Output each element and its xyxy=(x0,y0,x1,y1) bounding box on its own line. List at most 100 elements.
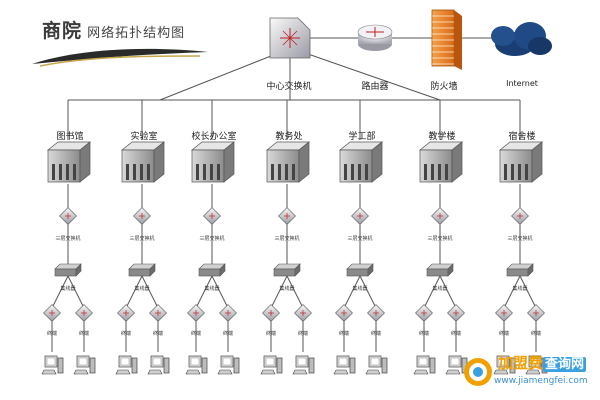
col-6-node-icon-1 xyxy=(415,304,433,322)
hub-label-3: 集线器 xyxy=(204,286,220,292)
col-2-hub-node-link-1 xyxy=(125,275,143,309)
col-7-pc-icon-1 xyxy=(493,355,516,375)
col-3-hub-node-link-2 xyxy=(211,275,229,309)
floor-switch-label-6: 三层交换机 xyxy=(427,236,453,242)
col-2-floor-switch-icon xyxy=(133,207,151,225)
building-label-1: 图书馆 xyxy=(56,132,84,142)
col-1-pc-icon-2 xyxy=(73,355,96,375)
col-7-hub-icon xyxy=(506,263,534,277)
col-7-node-icon-2 xyxy=(527,304,545,322)
col-6-floor-switch-icon xyxy=(431,207,449,225)
col-6-hub-node-link-2 xyxy=(439,275,457,309)
building-label-7: 宿舍楼 xyxy=(508,132,536,142)
internet-label: Internet xyxy=(506,79,538,88)
watermark: 加盟费查询网 www.jiamengfei.com xyxy=(462,350,594,396)
title-main: 商院 xyxy=(42,20,83,42)
col-7-node-icon-1 xyxy=(495,304,513,322)
building-label-6: 教学楼 xyxy=(428,132,456,142)
watermark-url: www.jiamengfei.com xyxy=(494,376,588,386)
router-icon xyxy=(357,24,393,51)
watermark-logo-icon xyxy=(464,358,492,386)
pc-label-5-2: 终端 xyxy=(370,331,382,337)
col-3-building-icon xyxy=(191,141,235,183)
col-6-building-icon xyxy=(419,141,463,183)
col-4-node-icon-2 xyxy=(294,304,312,322)
pc-label-3-2: 终端 xyxy=(222,331,234,337)
col-2-building-icon xyxy=(121,141,165,183)
col-3-hub-node-link-1 xyxy=(195,275,213,309)
col-4-pc-icon-1 xyxy=(260,355,283,375)
floor-switch-label-4: 三层交换机 xyxy=(274,236,300,242)
floor-switch-label-5: 三层交换机 xyxy=(347,236,373,242)
floor-switch-label-7: 三层交换机 xyxy=(507,236,533,242)
core-switch-label: 中心交换机 xyxy=(266,82,312,92)
floor-switch-label-3: 三层交换机 xyxy=(199,236,225,242)
col-1-node-icon-2 xyxy=(75,304,93,322)
pc-label-3-1: 终端 xyxy=(190,331,202,337)
diagram-title: 商院 网络拓扑结构图 xyxy=(42,16,185,43)
col-2-hub-icon xyxy=(128,263,156,277)
col-5-floor-switch-icon xyxy=(351,207,369,225)
col-7-hub-node-link-2 xyxy=(519,275,537,309)
floor-switch-label-2: 三层交换机 xyxy=(129,236,155,242)
pc-label-2-1: 终端 xyxy=(120,331,132,337)
col-5-node-icon-1 xyxy=(335,304,353,322)
hub-label-2: 集线器 xyxy=(134,286,150,292)
col-5-node-icon-2 xyxy=(367,304,385,322)
col-3-hub-icon xyxy=(198,263,226,277)
pc-label-4-1: 终端 xyxy=(265,331,277,337)
core-switch-icon xyxy=(269,17,311,59)
pc-label-2-2: 终端 xyxy=(152,331,164,337)
col-5-hub-icon xyxy=(346,263,374,277)
pc-label-1-1: 终端 xyxy=(46,331,58,337)
col-2-node-icon-2 xyxy=(149,304,167,322)
col-7-hub-node-link-1 xyxy=(503,275,521,309)
col-7-building-icon xyxy=(499,141,543,183)
pc-label-5-1: 终端 xyxy=(338,331,350,337)
firewall-label: 防火墙 xyxy=(430,82,458,92)
pc-label-7-2: 终端 xyxy=(530,331,542,337)
col-5-hub-node-link-2 xyxy=(359,275,377,309)
floor-switch-label-1: 三层交换机 xyxy=(55,236,81,242)
col-1-floor-switch-icon xyxy=(59,207,77,225)
core-left-diag-link xyxy=(159,53,277,101)
watermark-brand-b: 查询网 xyxy=(543,357,587,372)
col-4-pc-icon-2 xyxy=(292,355,315,375)
col-4-hub-node-link-2 xyxy=(286,275,304,309)
col-3-node-icon-2 xyxy=(219,304,237,322)
hub-label-5: 集线器 xyxy=(352,286,368,292)
col-5-hub-node-link-1 xyxy=(343,275,361,309)
col-1-hub-icon xyxy=(54,263,82,277)
col-6-hub-node-link-1 xyxy=(423,275,441,309)
col-2-pc-icon-2 xyxy=(147,355,170,375)
col-4-hub-node-link-1 xyxy=(270,275,288,309)
hub-label-4: 集线器 xyxy=(279,286,295,292)
firewall-icon xyxy=(431,9,462,70)
col-3-pc-icon-1 xyxy=(185,355,208,375)
col-5-pc-icon-1 xyxy=(333,355,356,375)
col-1-hub-node-link-1 xyxy=(51,275,69,309)
col-4-node-icon-1 xyxy=(262,304,280,322)
col-1-building-icon xyxy=(47,141,91,183)
router-label: 路由器 xyxy=(361,82,389,92)
col-1-hub-node-link-2 xyxy=(67,275,85,309)
core-right-diag-link xyxy=(307,53,441,101)
hub-label-7: 集线器 xyxy=(512,286,528,292)
col-5-building-icon xyxy=(339,141,383,183)
building-label-4: 教务处 xyxy=(275,132,303,142)
building-label-3: 校长办公室 xyxy=(191,132,237,142)
col-4-hub-icon xyxy=(273,263,301,277)
col-3-pc-icon-2 xyxy=(217,355,240,375)
col-1-pc-icon-1 xyxy=(41,355,64,375)
col-5-pc-icon-2 xyxy=(365,355,388,375)
col-6-pc-icon-1 xyxy=(413,355,436,375)
pc-label-6-2: 终端 xyxy=(450,331,462,337)
hub-label-6: 集线器 xyxy=(432,286,448,292)
building-label-5: 学工部 xyxy=(348,132,376,142)
col-4-building-icon xyxy=(266,141,310,183)
col-1-node-icon-1 xyxy=(43,304,61,322)
col-3-node-icon-1 xyxy=(187,304,205,322)
col-4-floor-switch-icon xyxy=(278,207,296,225)
internet-cloud-icon xyxy=(491,22,552,56)
pc-label-1-2: 终端 xyxy=(78,331,90,337)
